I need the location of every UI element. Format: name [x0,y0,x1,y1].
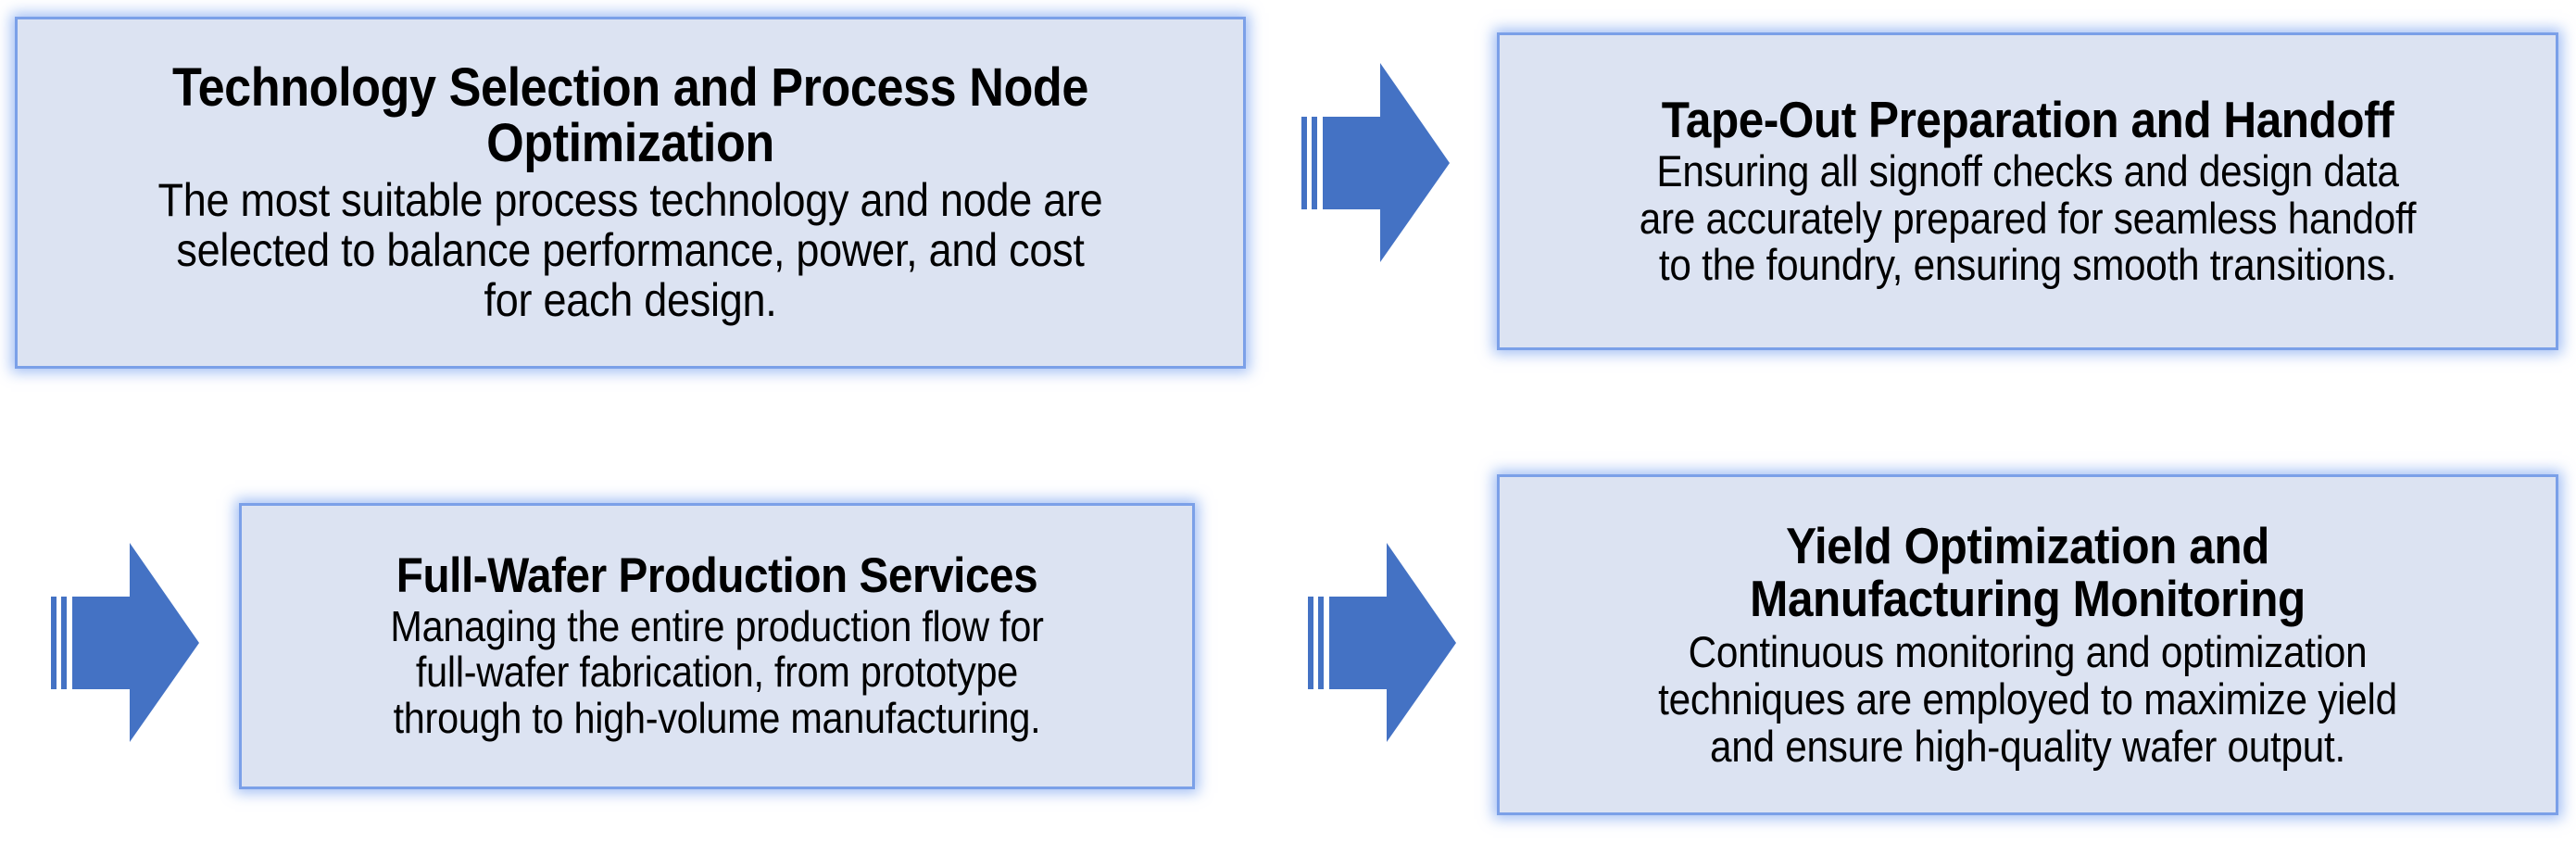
right-arrow-icon [1308,543,1456,742]
process-step-title: Technology Selection and Process Node Op… [172,57,1088,173]
process-step-box-4[interactable]: Yield Optimization and Manufacturing Mon… [1497,474,2558,815]
process-step-description: The most suitable process technology and… [157,174,1103,327]
process-step-description: Ensuring all signoff checks and design d… [1639,145,2417,290]
right-arrow-icon [51,543,199,742]
process-step-box-2[interactable]: Tape-Out Preparation and Handoff Ensurin… [1497,32,2558,350]
process-step-box-3[interactable]: Full-Wafer Production Services Managing … [239,503,1195,789]
process-step-box-1[interactable]: Technology Selection and Process Node Op… [15,17,1246,369]
process-step-title: Yield Optimization and Manufacturing Mon… [1750,516,2306,627]
process-step-title: Full-Wafer Production Services [396,548,1038,604]
right-arrow-icon [1301,63,1450,262]
process-step-title: Tape-Out Preparation and Handoff [1661,90,2394,148]
process-step-description: Managing the entire production flow for … [390,601,1044,742]
process-step-description: Continuous monitoring and optimization t… [1658,627,2397,771]
